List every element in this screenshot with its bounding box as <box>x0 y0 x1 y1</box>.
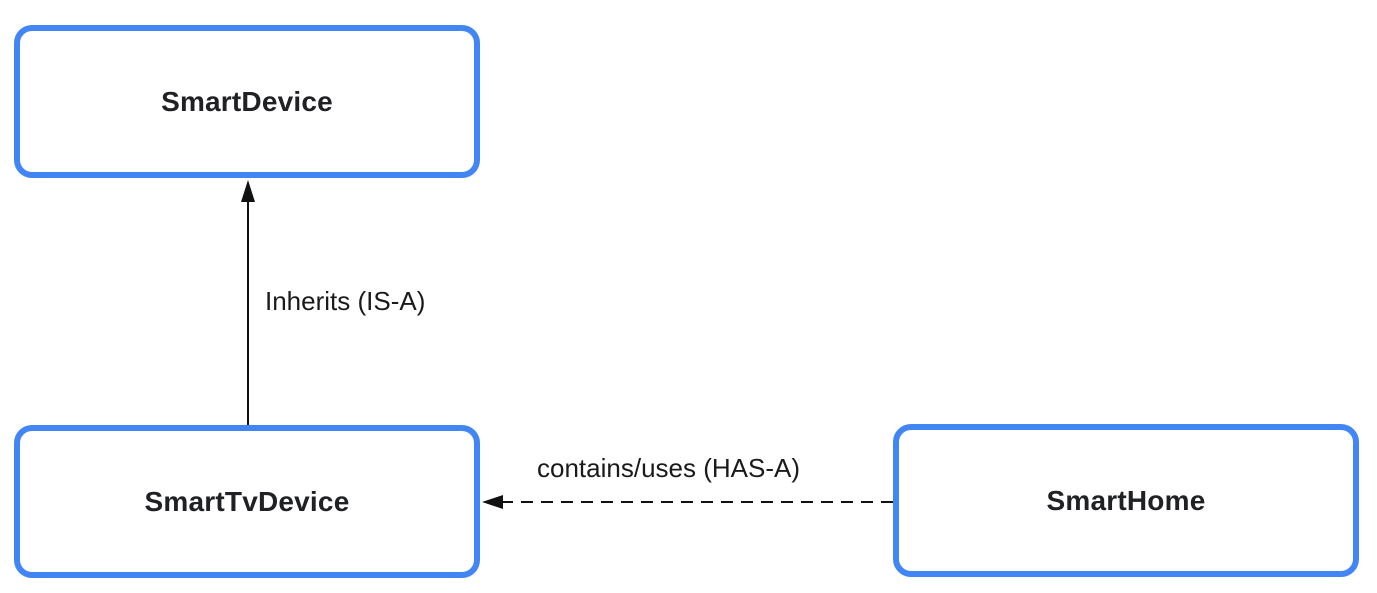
inheritance-arrowhead <box>241 180 255 202</box>
node-smarthome-label: SmartHome <box>1046 484 1206 516</box>
node-smarttvdevice-label: SmartTvDevice <box>144 485 350 517</box>
has-a-arrowhead <box>482 495 503 509</box>
has-a-edge <box>482 495 893 509</box>
node-smarthome: SmartHome <box>893 424 1359 577</box>
node-smartdevice-label: SmartDevice <box>161 85 333 117</box>
inheritance-edge <box>241 180 255 426</box>
has-a-edge-label: contains/uses (HAS-A) <box>537 453 800 483</box>
node-smarttvdevice: SmartTvDevice <box>14 425 480 578</box>
node-smartdevice: SmartDevice <box>14 25 480 178</box>
inheritance-edge-label: Inherits (IS-A) <box>265 286 426 316</box>
